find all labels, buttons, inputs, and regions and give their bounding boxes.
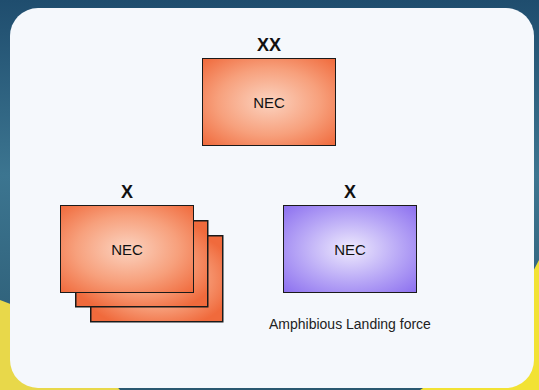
caption-label: Amphibious Landing force bbox=[269, 316, 431, 332]
brigade-box: XNEC bbox=[60, 205, 194, 293]
unit-label: NEC bbox=[253, 94, 285, 111]
echelon-symbol: XX bbox=[203, 35, 335, 56]
echelon-symbol: X bbox=[61, 182, 193, 203]
division-box: XXNEC bbox=[202, 58, 336, 146]
unit-label: NEC bbox=[334, 241, 366, 258]
echelon-symbol: X bbox=[284, 182, 416, 203]
landing-brigade-box: XNEC bbox=[283, 205, 417, 293]
unit-label: NEC bbox=[111, 241, 143, 258]
